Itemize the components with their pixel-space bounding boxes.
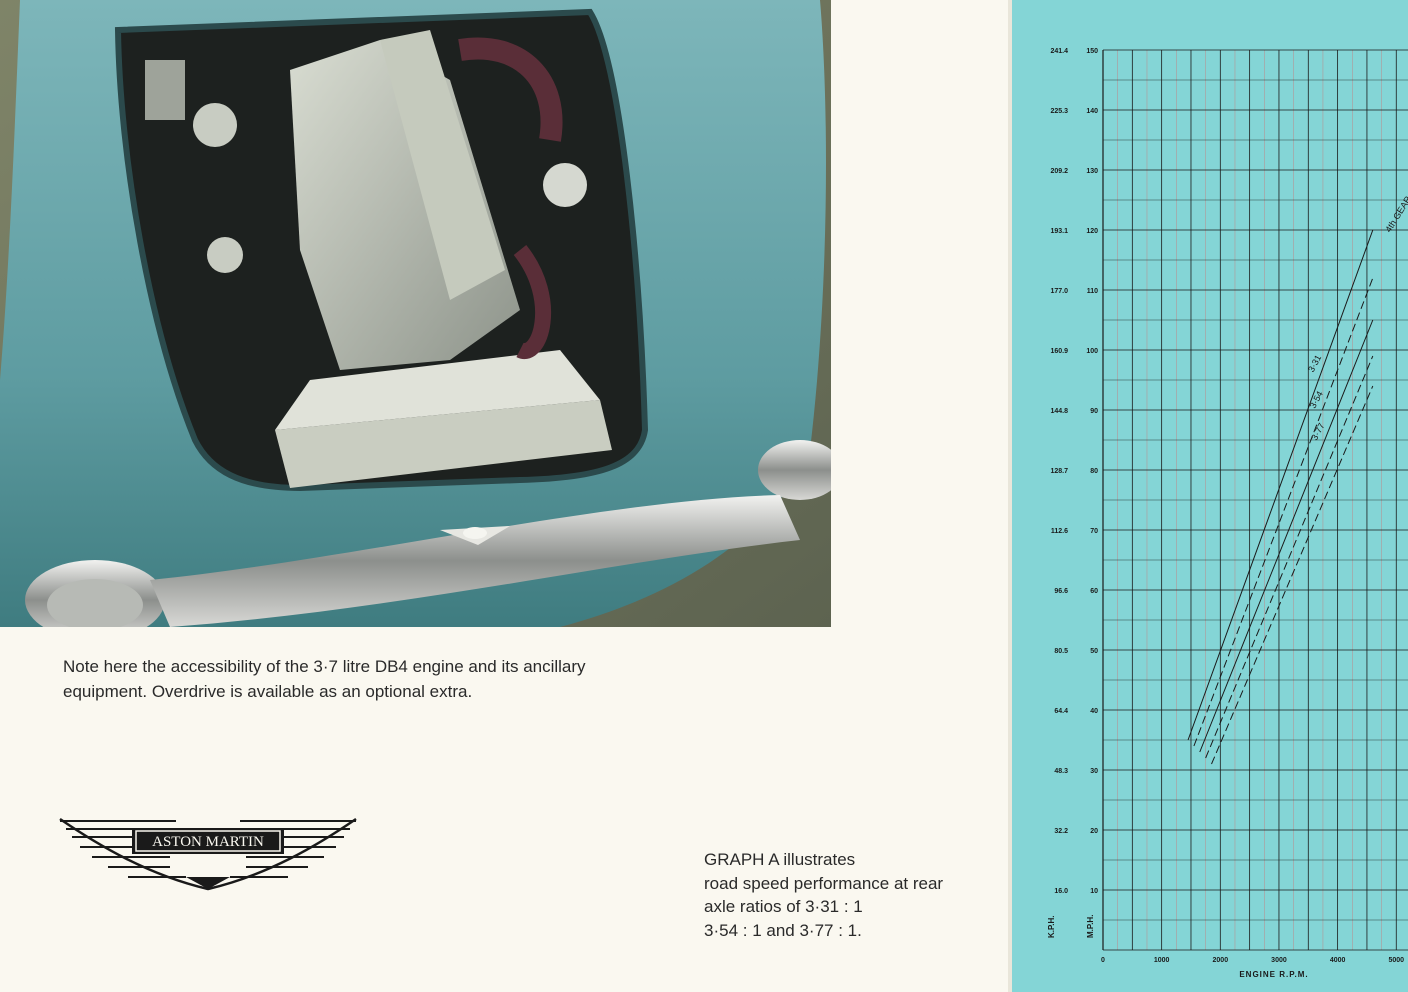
kph-tick-label: 96.6	[1054, 588, 1068, 595]
engine-caption: Note here the accessibility of the 3·7 l…	[63, 654, 703, 704]
mph-tick-label: 120	[1086, 228, 1098, 235]
logo-text: ASTON MARTIN	[152, 834, 264, 850]
kph-tick-label: 241.4	[1050, 48, 1068, 55]
x-tick-label: 1000	[1154, 957, 1170, 964]
kph-tick-label: 128.7	[1050, 468, 1068, 475]
y-axis-label-mph: M.P.H.	[1086, 915, 1095, 938]
series-line	[1187, 229, 1374, 741]
mph-tick-label: 130	[1086, 168, 1098, 175]
mph-tick-label: 100	[1086, 348, 1098, 355]
kph-tick-label: 225.3	[1050, 108, 1068, 115]
series-line	[1199, 319, 1374, 753]
kph-tick-label: 177.0	[1050, 288, 1068, 295]
x-tick-label: 0	[1101, 957, 1105, 964]
y-axis-label-kph: K.P.H.	[1047, 915, 1056, 938]
series-line	[1211, 385, 1374, 765]
kph-tick-label: 48.3	[1054, 768, 1068, 775]
graph-caption-line-2: road speed performance at rear	[704, 873, 944, 893]
series-label: 3·54	[1308, 389, 1325, 410]
kph-tick-label: 112.6	[1051, 528, 1068, 535]
chart-grid	[1102, 49, 1408, 951]
kph-tick-label: 16.0	[1054, 888, 1068, 895]
mph-tick-label: 140	[1086, 108, 1098, 115]
graph-caption-line-1: GRAPH A illustrates	[704, 850, 856, 869]
mph-tick-label: 20	[1090, 828, 1098, 835]
graph-a-panel: 10 20 30 40 50 60 70 80 90 100 110 120 130 140 150 16.0…	[1012, 0, 1408, 992]
mph-tick-label: 110	[1087, 288, 1098, 295]
speed-rpm-chart: 10 20 30 40 50 60 70 80 90 100 110 120 130 140 150 16.0…	[1047, 48, 1408, 979]
chart-lines: 3·313·543·77	[1187, 229, 1374, 765]
kph-tick-label: 144.8	[1050, 408, 1068, 415]
mph-tick-label: 10	[1090, 888, 1098, 895]
graph-caption: GRAPH A illustrates road speed performan…	[704, 848, 943, 942]
chart-ticks: 10 20 30 40 50 60 70 80 90 100 110 120 130 140 150 16.0…	[1050, 48, 1404, 964]
x-tick-label: 4000	[1330, 957, 1346, 964]
mph-tick-label: 30	[1090, 768, 1098, 775]
x-tick-label: 3000	[1271, 957, 1287, 964]
mph-tick-label: 40	[1090, 708, 1098, 715]
aston-martin-logo: ASTON MARTIN	[58, 815, 358, 893]
mph-tick-label: 80	[1090, 468, 1098, 475]
kph-tick-label: 160.9	[1050, 348, 1068, 355]
engine-bay-photo	[0, 0, 831, 627]
series-label: 3·77	[1309, 421, 1326, 442]
graph-caption-line-3: axle ratios of 3·31 : 1	[704, 897, 863, 916]
kph-tick-label: 64.4	[1054, 708, 1068, 715]
mph-tick-label: 70	[1090, 528, 1098, 535]
graph-caption-line-4: 3·54 : 1 and 3·77 : 1.	[704, 920, 862, 940]
page-fold	[1008, 0, 1012, 992]
mph-tick-label: 50	[1090, 648, 1098, 655]
kph-tick-label: 209.2	[1050, 168, 1068, 175]
caption-line-1: Note here the accessibility of the 3·7 l…	[63, 657, 586, 676]
kph-tick-label: 32.2	[1054, 828, 1068, 835]
mph-tick-label: 150	[1086, 48, 1098, 55]
x-tick-label: 2000	[1213, 957, 1229, 964]
caption-line-2: equipment. Overdrive is available as an …	[63, 682, 473, 701]
x-axis-label: ENGINE R.P.M.	[1239, 970, 1308, 979]
x-tick-label: 5000	[1388, 957, 1404, 964]
mph-tick-label: 90	[1090, 408, 1098, 415]
mph-tick-label: 60	[1090, 588, 1098, 595]
series-line	[1193, 277, 1374, 747]
series-line	[1205, 355, 1374, 759]
kph-tick-label: 80.5	[1054, 648, 1068, 655]
kph-tick-label: 193.1	[1050, 228, 1068, 235]
